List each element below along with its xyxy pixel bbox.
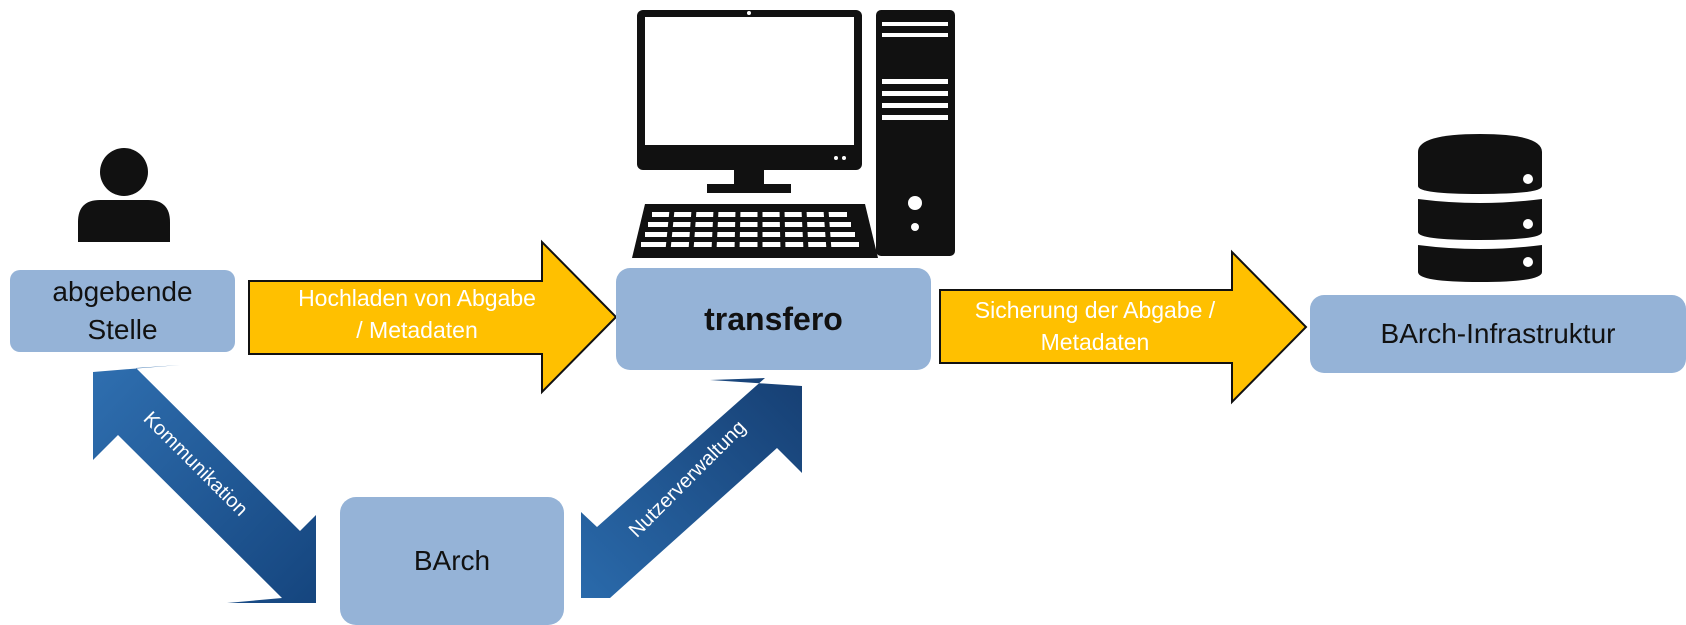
database-icon [1418, 134, 1542, 282]
user-management-arrow-body [581, 378, 802, 598]
node-abgebende-stelle: abgebende Stelle [10, 270, 235, 352]
backup-arrow-label: Sicherung der Abgabe / Metadaten [945, 294, 1245, 358]
backup-arrow-label-line2: Metadaten [1040, 329, 1150, 355]
node-transfero: transfero [616, 268, 931, 370]
node-barch-infrastruktur-label: BArch-Infrastruktur [1380, 318, 1616, 349]
node-barch: BArch [340, 497, 564, 625]
upload-arrow-label: Hochladen von Abgabe / Metadaten [252, 282, 582, 346]
person-icon [78, 148, 170, 242]
computer-icon [632, 10, 955, 258]
upload-arrow-label-line2: / Metadaten [356, 317, 478, 343]
node-abgebende-stelle-line1: abgebende [52, 276, 193, 307]
backup-arrow-label-line1: Sicherung der Abgabe / [974, 297, 1216, 323]
node-barch-label: BArch [413, 545, 491, 576]
upload-flow-arrow [248, 239, 618, 395]
upload-arrow-label-line1: Hochladen von Abgabe [298, 285, 536, 311]
node-barch-infrastruktur: BArch-Infrastruktur [1310, 295, 1686, 373]
node-transfero-label: transfero [704, 300, 843, 337]
node-abgebende-stelle-line2: Stelle [87, 314, 158, 345]
communication-arrow-body [93, 365, 316, 603]
backup-flow-arrow [939, 249, 1308, 405]
